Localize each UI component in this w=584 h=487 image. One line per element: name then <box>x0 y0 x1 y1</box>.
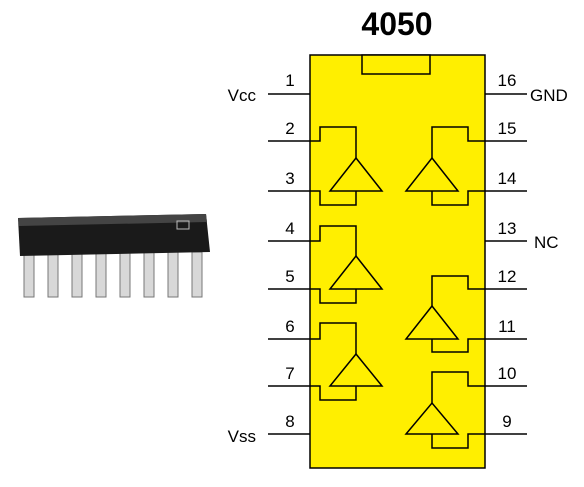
pin-label-gnd: GND <box>530 86 568 105</box>
buffer-10-9 <box>404 371 485 449</box>
pin-1-notch <box>361 54 431 75</box>
pin-number-3: 3 <box>285 169 294 188</box>
pin-number-13: 13 <box>498 219 517 238</box>
pin-number-8: 8 <box>285 412 294 431</box>
chip-title: 4050 <box>361 6 433 42</box>
pin-number-2: 2 <box>285 119 294 138</box>
left-pin-numbers: 1 2 3 4 5 6 7 8 <box>285 71 294 431</box>
pin-number-15: 15 <box>498 119 517 138</box>
pin-number-10: 10 <box>498 364 517 383</box>
pin-number-4: 4 <box>285 219 294 238</box>
pin-label-nc: NC <box>534 233 559 252</box>
right-pin-numbers: 16 15 14 13 12 11 10 9 <box>498 71 517 431</box>
pin-number-11: 11 <box>498 317 516 336</box>
ic-package-body <box>309 54 486 469</box>
chip-leads <box>23 251 203 298</box>
pin-number-6: 6 <box>285 317 294 336</box>
pin-number-5: 5 <box>285 267 294 286</box>
buffer-12-11 <box>404 275 485 353</box>
buffer-6-7 <box>310 322 384 401</box>
pin-number-16: 16 <box>498 71 517 90</box>
buffer-4-5 <box>310 225 384 304</box>
pin-stubs <box>268 93 527 435</box>
pin-number-7: 7 <box>285 364 294 383</box>
pin-number-14: 14 <box>498 169 517 188</box>
pin-number-9: 9 <box>502 412 511 431</box>
pin-number-12: 12 <box>498 267 517 286</box>
pin-number-1: 1 <box>285 71 294 90</box>
buffer-15-14 <box>404 126 485 206</box>
pin-label-vss: Vss <box>228 427 256 446</box>
buffer-2-3 <box>310 126 384 206</box>
dip-16-chip-photo <box>18 214 210 298</box>
pin-label-vcc: Vcc <box>228 86 257 105</box>
